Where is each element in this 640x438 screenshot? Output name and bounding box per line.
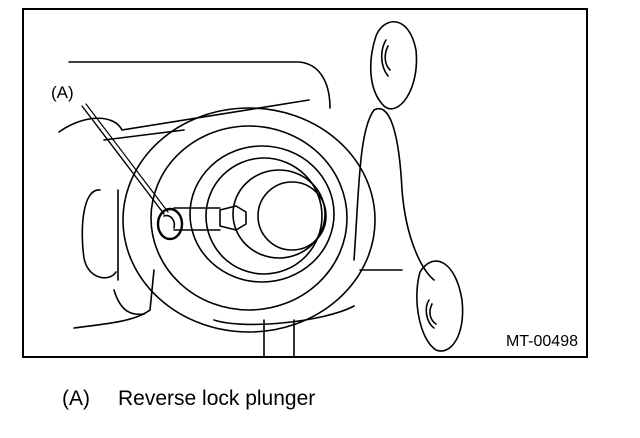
reverse-lock-plunger (156, 207, 184, 241)
left-lower-edge-2 (113, 289, 145, 316)
figure-frame: (A) MT-00498 (22, 8, 588, 358)
bottom-plate-edge (213, 305, 355, 326)
figure-code: MT-00498 (505, 333, 578, 350)
legend-description: Reverse lock plunger (118, 387, 316, 410)
bore-ring-3 (205, 157, 323, 275)
callout-label-a: (A) (51, 83, 74, 102)
legend-key: (A) (62, 387, 90, 410)
bore-ring-1 (150, 125, 348, 311)
housing-top-edge (68, 61, 331, 109)
shaft-key (219, 205, 247, 231)
callout-leader-line-2 (85, 103, 169, 213)
bore-ring-2 (189, 145, 335, 283)
outer-bore (122, 107, 376, 333)
transmission-case-drawing (58, 21, 464, 356)
bottom-right-lobe (416, 260, 464, 352)
bottom-plate (263, 319, 295, 356)
bottom-right-bolt (425, 299, 437, 329)
bore-ring-5 (257, 181, 327, 251)
bore-ring-4 (232, 169, 326, 259)
top-right-lobe (369, 21, 418, 110)
plunger-detail (163, 214, 176, 229)
legend: (A) Reverse lock plunger (62, 386, 315, 412)
housing-upper-line (58, 99, 310, 133)
left-boss (81, 189, 117, 279)
housing-flange (353, 107, 435, 281)
left-lower-edge (73, 269, 155, 329)
callout-leader-line (81, 105, 165, 215)
top-right-bolt (380, 39, 391, 77)
